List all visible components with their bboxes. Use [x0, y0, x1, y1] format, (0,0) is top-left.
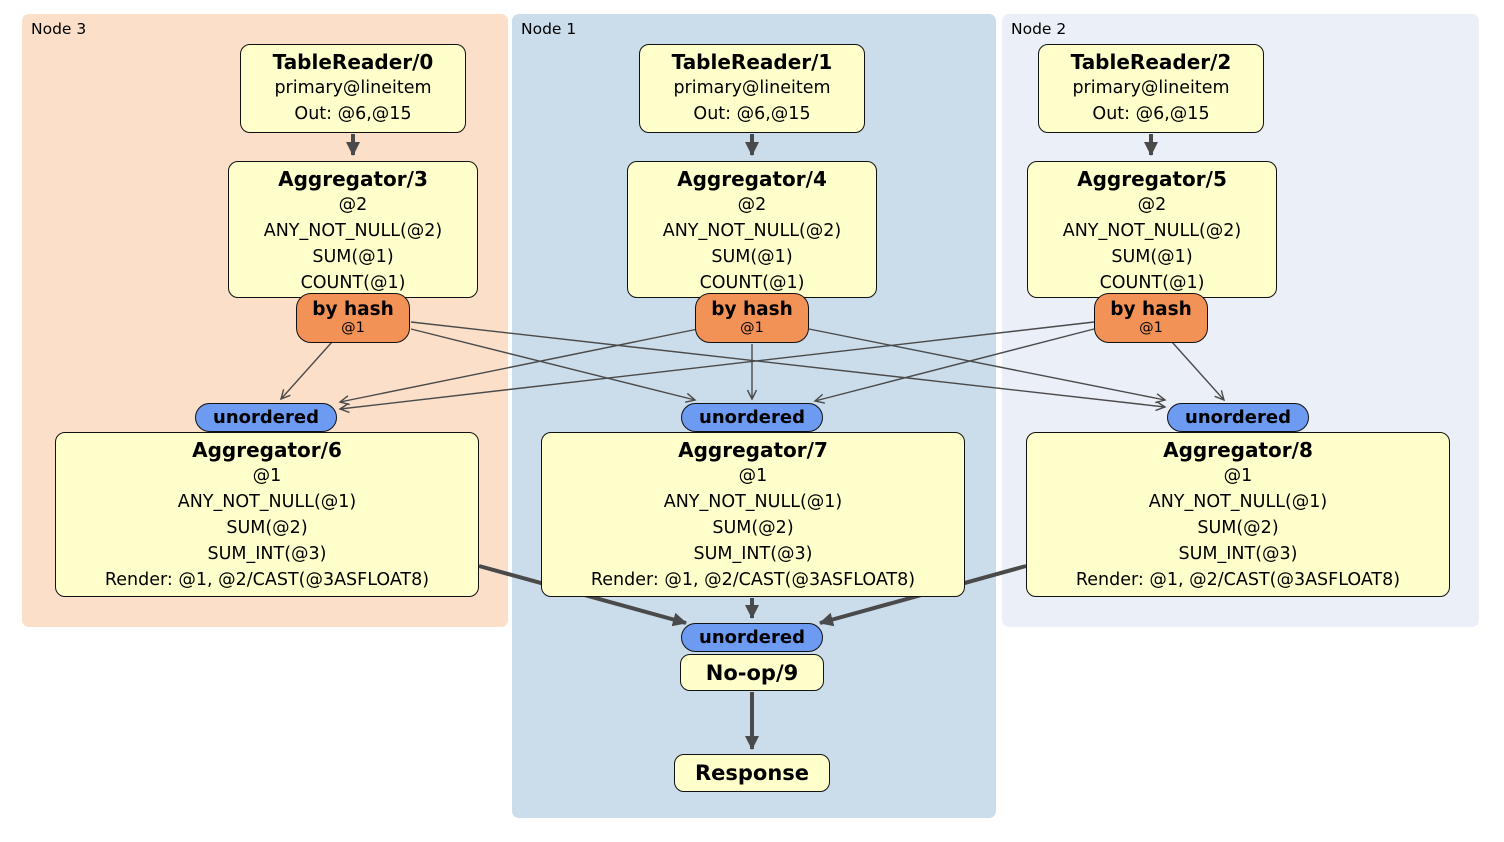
- sync-unordered-badge: unordered: [681, 623, 823, 652]
- processor-title: Response: [694, 761, 810, 785]
- processor-detail: @1: [738, 466, 768, 486]
- processor-title: Aggregator/6: [192, 438, 342, 462]
- node-region-label: Node 1: [521, 20, 577, 38]
- processor-detail: @1: [252, 466, 282, 486]
- processor-tablereader-1: TableReader/1 primary@lineitem Out: @6,@…: [639, 44, 865, 133]
- sync-unordered-badge: unordered: [681, 403, 823, 432]
- router-hash-column: @1: [740, 320, 764, 336]
- processor-aggregator-7: Aggregator/7 @1 ANY_NOT_NULL(@1) SUM(@2)…: [541, 432, 965, 597]
- sync-label: unordered: [699, 406, 805, 428]
- processor-title: Aggregator/8: [1163, 438, 1313, 462]
- processor-detail: ANY_NOT_NULL(@1): [663, 492, 843, 512]
- hash-route-edges: [279, 321, 1226, 414]
- sync-label: unordered: [699, 626, 805, 648]
- processor-detail: Render: @1, @2/CAST(@3ASFLOAT8): [590, 570, 916, 590]
- processor-title: Aggregator/4: [677, 167, 827, 191]
- processor-aggregator-3: Aggregator/3 @2 ANY_NOT_NULL(@2) SUM(@1)…: [228, 161, 478, 298]
- processor-detail: ANY_NOT_NULL(@2): [1062, 221, 1242, 241]
- processor-detail: @1: [1223, 466, 1253, 486]
- router-hash-column: @1: [1139, 320, 1163, 336]
- processor-detail: SUM_INT(@3): [693, 544, 813, 564]
- processor-title: Aggregator/7: [678, 438, 828, 462]
- router-by-hash-badge: by hash @1: [695, 293, 809, 343]
- processor-detail: SUM(@2): [712, 518, 794, 538]
- processor-noop-9: No-op/9: [680, 654, 824, 691]
- node-region-label: Node 3: [31, 20, 87, 38]
- processor-detail: @2: [1137, 195, 1167, 215]
- processor-detail: SUM(@2): [226, 518, 308, 538]
- processor-title: TableReader/2: [1070, 50, 1232, 74]
- processor-title: TableReader/0: [272, 50, 434, 74]
- router-label: by hash: [711, 299, 793, 320]
- sync-unordered-badge: unordered: [1167, 403, 1309, 432]
- processor-tablereader-0: TableReader/0 primary@lineitem Out: @6,@…: [240, 44, 466, 133]
- response-node: Response: [674, 754, 830, 792]
- processor-detail: COUNT(@1): [1099, 273, 1205, 293]
- processor-title: No-op/9: [705, 660, 799, 685]
- processor-aggregator-8: Aggregator/8 @1 ANY_NOT_NULL(@1) SUM(@2)…: [1026, 432, 1450, 597]
- processor-detail: primary@lineitem: [673, 78, 831, 98]
- processor-detail: Render: @1, @2/CAST(@3ASFLOAT8): [104, 570, 430, 590]
- processor-detail: SUM(@1): [312, 247, 394, 267]
- sync-unordered-badge: unordered: [195, 403, 337, 432]
- router-hash-column: @1: [341, 320, 365, 336]
- processor-aggregator-4: Aggregator/4 @2 ANY_NOT_NULL(@2) SUM(@1)…: [627, 161, 877, 298]
- router-label: by hash: [312, 299, 394, 320]
- processor-detail: ANY_NOT_NULL(@2): [662, 221, 842, 241]
- processor-detail: Render: @1, @2/CAST(@3ASFLOAT8): [1075, 570, 1401, 590]
- processor-detail: Out: @6,@15: [693, 104, 811, 124]
- processor-detail: Out: @6,@15: [1092, 104, 1210, 124]
- processor-detail: Out: @6,@15: [294, 104, 412, 124]
- sync-label: unordered: [213, 406, 319, 428]
- processor-detail: SUM_INT(@3): [207, 544, 327, 564]
- processor-detail: ANY_NOT_NULL(@1): [177, 492, 357, 512]
- router-label: by hash: [1110, 299, 1192, 320]
- processor-detail: COUNT(@1): [300, 273, 406, 293]
- processor-detail: SUM_INT(@3): [1178, 544, 1298, 564]
- processor-tablereader-2: TableReader/2 primary@lineitem Out: @6,@…: [1038, 44, 1264, 133]
- processor-detail: primary@lineitem: [274, 78, 432, 98]
- router-by-hash-badge: by hash @1: [296, 293, 410, 343]
- processor-detail: SUM(@1): [1111, 247, 1193, 267]
- processor-aggregator-5: Aggregator/5 @2 ANY_NOT_NULL(@2) SUM(@1)…: [1027, 161, 1277, 298]
- processor-detail: @2: [737, 195, 767, 215]
- sync-label: unordered: [1185, 406, 1291, 428]
- node-region-label: Node 2: [1011, 20, 1067, 38]
- processor-detail: COUNT(@1): [699, 273, 805, 293]
- processor-detail: primary@lineitem: [1072, 78, 1230, 98]
- processor-detail: ANY_NOT_NULL(@2): [263, 221, 443, 241]
- processor-detail: SUM(@1): [711, 247, 793, 267]
- processor-title: Aggregator/5: [1077, 167, 1227, 191]
- router-by-hash-badge: by hash @1: [1094, 293, 1208, 343]
- processor-aggregator-6: Aggregator/6 @1 ANY_NOT_NULL(@1) SUM(@2)…: [55, 432, 479, 597]
- processor-detail: ANY_NOT_NULL(@1): [1148, 492, 1328, 512]
- processor-detail: SUM(@2): [1197, 518, 1279, 538]
- processor-title: Aggregator/3: [278, 167, 428, 191]
- processor-title: TableReader/1: [671, 50, 833, 74]
- processor-detail: @2: [338, 195, 368, 215]
